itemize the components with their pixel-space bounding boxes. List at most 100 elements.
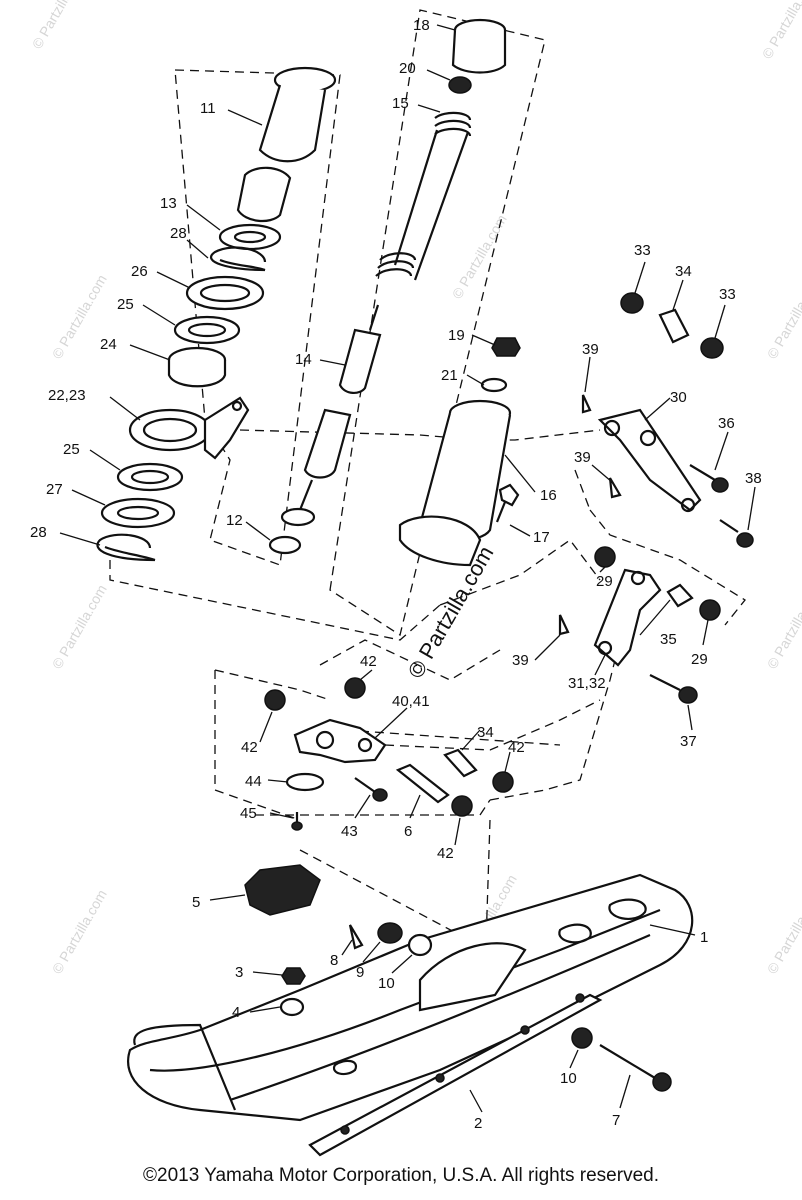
watermark-text: © Partzilla.com: [49, 887, 110, 977]
label-part-26: 26: [131, 263, 148, 280]
bolt-part-43: [354, 777, 388, 802]
label-part-42-d: 42: [437, 845, 454, 862]
label-part-39-middle: 39: [574, 449, 591, 466]
arm-part-30: [597, 408, 702, 513]
ski-part-1: [127, 873, 694, 1122]
washer-part-10-lower: [571, 1027, 593, 1049]
watermark-text: © Partzilla.com: [759, 0, 802, 62]
arm-part-31-32: [593, 568, 662, 667]
cap-part-18: [451, 18, 507, 74]
label-part-29-right: 29: [691, 651, 708, 668]
label-part-27: 27: [46, 481, 63, 498]
label-part-18: 18: [413, 17, 430, 34]
label-part-45: 45: [240, 805, 257, 822]
washer-part-13: [218, 223, 282, 251]
label-part-17: 17: [533, 529, 550, 546]
label-part-8: 8: [330, 952, 338, 969]
label-part-16: 16: [540, 487, 557, 504]
label-part-7: 7: [612, 1112, 620, 1129]
bushing-part-20: [448, 76, 472, 94]
bump-stop-part-12: [268, 535, 302, 555]
bushing-part-42-a: [344, 677, 366, 699]
label-part-42-b: 42: [241, 739, 258, 756]
label-part-24: 24: [100, 336, 117, 353]
label-part-30: 30: [670, 389, 687, 406]
spring-part-15: [375, 111, 472, 281]
label-part-38: 38: [745, 470, 762, 487]
label-part-36: 36: [718, 415, 735, 432]
label-part-28-lower: 28: [30, 524, 47, 541]
collar-part-34-lower: [443, 748, 478, 778]
watermark-text: © Partzilla.com: [764, 582, 802, 672]
ski-shoe-part-5: [244, 864, 321, 916]
watermark-text: © Partzilla.com: [764, 272, 802, 362]
label-part-44: 44: [245, 773, 262, 790]
screw-part-45: [291, 812, 303, 831]
washer-part-27: [100, 497, 176, 529]
label-part-40-41: 40,41: [392, 693, 430, 710]
bushing-part-42-c: [492, 771, 514, 793]
spindle-tube-part-11: [258, 66, 337, 163]
label-part-31-32: 31,32: [568, 675, 606, 692]
label-part-19: 19: [448, 327, 465, 344]
collar-part-34-upper: [658, 308, 690, 344]
bolt-part-17: [495, 483, 520, 523]
cotter-pin-part-39-lower: [558, 614, 570, 636]
damper-part-44: [285, 772, 325, 792]
circlip-part-28-lower: [96, 533, 156, 562]
collar-part-33-right: [700, 337, 724, 359]
label-part-4: 4: [232, 1004, 240, 1021]
bolt-part-36: [689, 464, 729, 493]
collar-part-35: [666, 583, 694, 608]
housing-part-22-23: [128, 396, 250, 460]
label-part-34-upper: 34: [675, 263, 692, 280]
label-part-13: 13: [160, 195, 177, 212]
label-part-2: 2: [474, 1115, 482, 1132]
collar-part-33-left: [620, 292, 644, 314]
watermark-text: © Partzilla.com: [449, 212, 510, 302]
bolt-part-38: [719, 519, 754, 548]
label-part-10-upper: 10: [378, 975, 395, 992]
bushing-part-42-d: [451, 795, 473, 817]
label-part-11: 11: [200, 100, 216, 117]
label-part-12: 12: [226, 512, 243, 529]
wear-bar-part-2: [308, 993, 603, 1157]
label-part-35: 35: [660, 631, 677, 648]
watermark-text: © Partzilla.com: [49, 582, 110, 672]
collar-part-29-right: [699, 599, 721, 621]
label-part-14: 14: [295, 351, 312, 368]
label-part-1: 1: [700, 929, 708, 946]
nut-part-3: [281, 967, 306, 985]
label-part-15: 15: [392, 95, 409, 112]
ring-part-26: [185, 275, 265, 311]
part-number-labels: 1 2 3 4 5 6 7 8 9 10 10 11 12 13 14 15 1…: [30, 17, 762, 1132]
label-part-33-left: 33: [634, 242, 651, 259]
seal-part-25-lower: [116, 462, 184, 492]
label-part-9: 9: [356, 964, 364, 981]
bushing-part-11b: [236, 166, 292, 223]
label-part-28-upper: 28: [170, 225, 187, 242]
bolt-part-37: [649, 674, 698, 704]
label-part-43: 43: [341, 823, 358, 840]
cotter-pin-part-39-upper: [581, 394, 592, 414]
watermark-text: © Partzilla.com: [29, 0, 90, 52]
washer-part-10-upper: [407, 933, 433, 957]
shaft-part-6: [395, 763, 450, 804]
watermark-text: © Partzilla.com: [764, 887, 802, 977]
label-part-3: 3: [235, 964, 243, 981]
washer-part-21: [480, 377, 508, 393]
label-part-39-lower: 39: [512, 652, 529, 669]
circlip-part-28-upper: [209, 246, 267, 272]
label-part-39-upper: 39: [582, 341, 599, 358]
label-part-29-left: 29: [596, 573, 613, 590]
shock-body-part-16: [398, 399, 512, 567]
damper-rod-part-14: [280, 304, 382, 527]
cotter-pin-part-8: [348, 924, 364, 950]
label-part-22-23: 22,23: [48, 387, 86, 404]
collar-part-29-left: [594, 546, 616, 568]
label-part-42-a: 42: [360, 653, 377, 670]
label-part-21: 21: [441, 367, 458, 384]
bushing-part-24: [167, 346, 227, 388]
label-part-34-lower: 34: [477, 724, 494, 741]
